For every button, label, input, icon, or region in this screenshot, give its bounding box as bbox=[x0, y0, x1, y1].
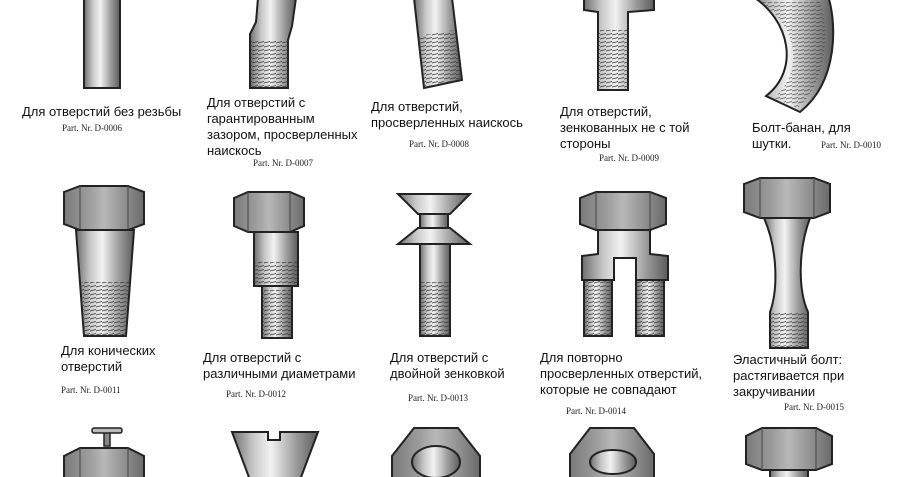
bolt-hex-head-partial bbox=[745, 427, 833, 477]
part-number-d0008: Part. Nr. D-0008 bbox=[409, 139, 469, 149]
part-number-d0009: Part. Nr. D-0009 bbox=[599, 153, 659, 163]
bolt-banana bbox=[755, 0, 835, 114]
part-number-d0015: Part. Nr. D-0015 bbox=[784, 402, 844, 412]
bolt-elastic bbox=[743, 177, 831, 349]
bolt-slanted bbox=[413, 0, 464, 90]
bolt-conical bbox=[63, 185, 145, 337]
nut-round-top-view bbox=[569, 427, 655, 477]
part-number-d0010: Part. Nr. D-0010 bbox=[821, 140, 881, 150]
part-number-d0011: Part. Nr. D-0011 bbox=[61, 385, 121, 395]
bolt-forked bbox=[579, 191, 669, 337]
bolt-double-countersink bbox=[395, 193, 473, 337]
caption-d0008: Для отверстий,просверленных наискось bbox=[371, 99, 523, 130]
caption-d0006: Для отверстий без резьбы bbox=[22, 104, 182, 119]
bolt-slotted-countersunk bbox=[230, 431, 320, 477]
part-number-d0013: Part. Nr. D-0013 bbox=[408, 393, 468, 403]
bolt-with-tab-head bbox=[63, 427, 145, 477]
bolt-plain-shank bbox=[83, 0, 121, 89]
hex-nut-top-view bbox=[391, 427, 481, 477]
part-number-d0007: Part. Nr. D-0007 bbox=[253, 158, 313, 168]
part-number-d0006: Part. Nr. D-0006 bbox=[62, 123, 122, 133]
bolt-stepped bbox=[233, 191, 305, 339]
bolt-wrong-countersink bbox=[583, 0, 655, 91]
part-number-d0014: Part. Nr. D-0014 bbox=[566, 406, 626, 416]
part-number-d0012: Part. Nr. D-0012 bbox=[226, 389, 286, 399]
bolt-bent bbox=[249, 0, 297, 89]
